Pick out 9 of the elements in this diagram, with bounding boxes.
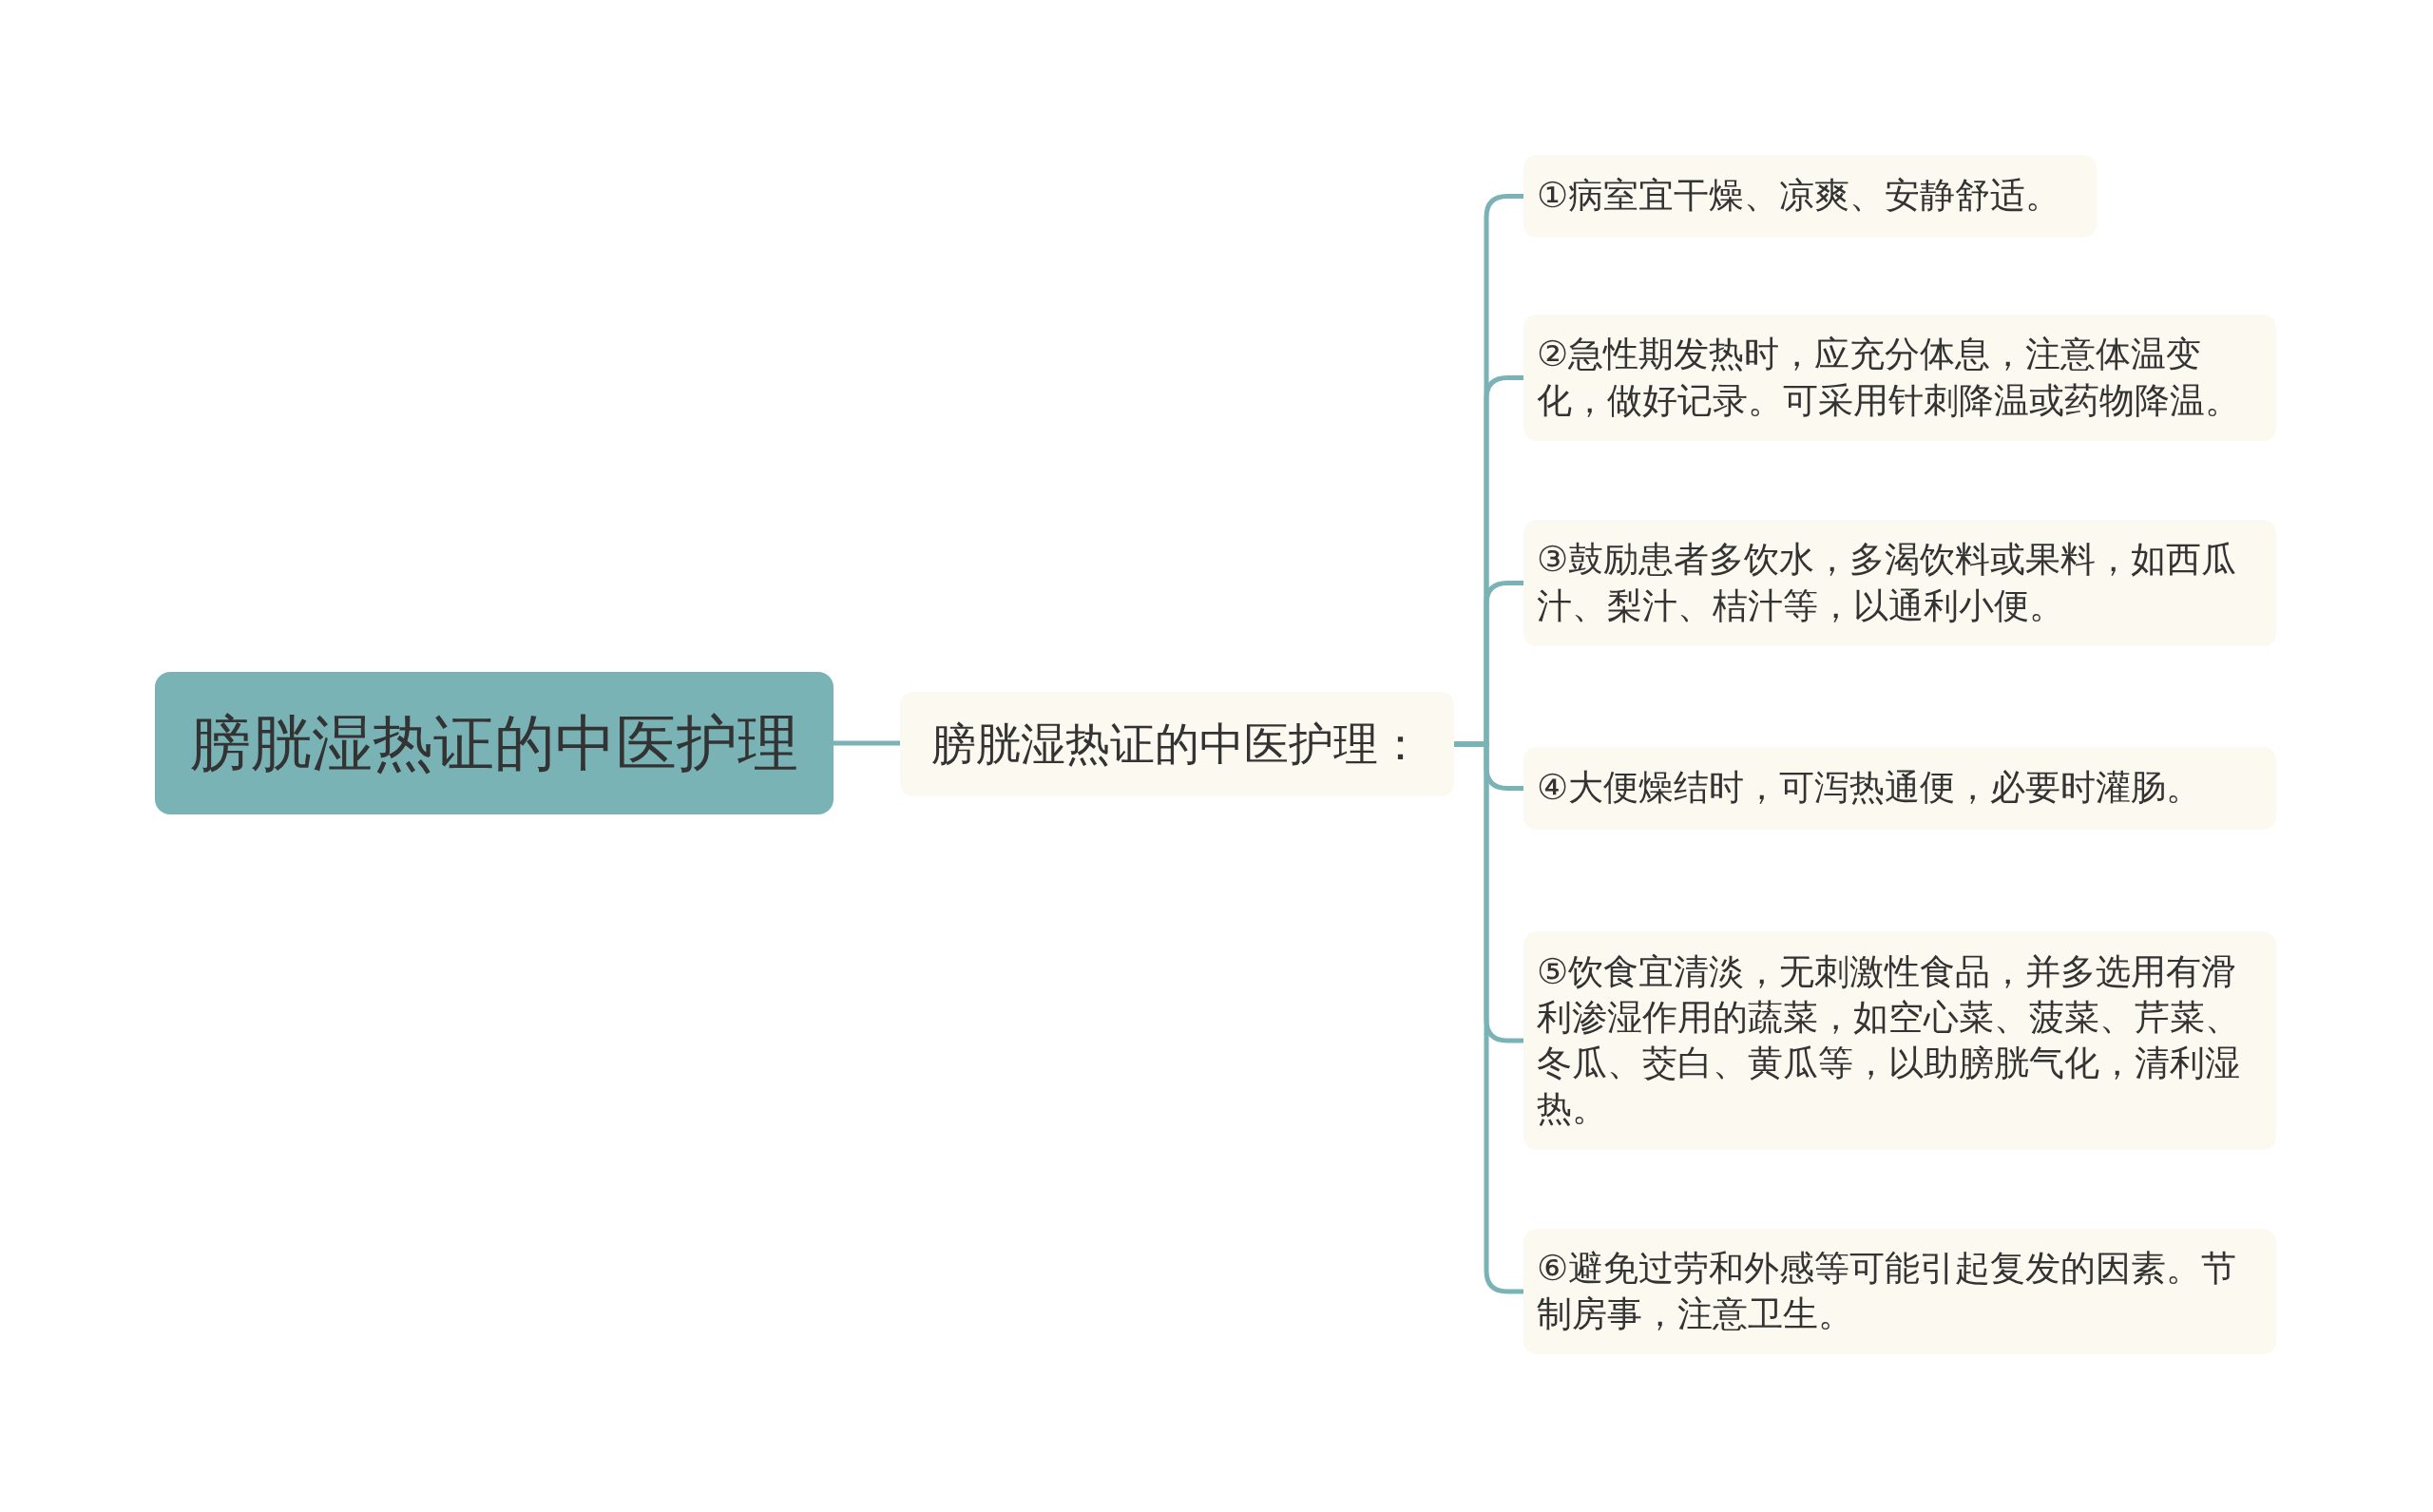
note-box: ⑤饮食宜清淡，无刺激性食品，并多选用有滑利渗湿作用的蔬菜，如空心菜、菠菜、芹菜、冬瓜、茭白、黄瓜等，以助膀胱气化，清利湿热。 [1523,931,2276,1150]
topic-box: 膀胱湿热证的中医护理 [155,672,833,814]
note-box: ②急性期发热时，应充分体息，注意体温变化，做好记录。可采用针刺降温或药物降温。 [1523,315,2276,441]
connector-line [833,740,900,746]
note-box: ③鼓励患者多饮水，多渴饮料或果料，如西瓜汁、梨汁、桔汁等，以通利小便。 [1523,520,2276,646]
subtopic-box: 膀胱湿热证的中医护理： [900,692,1454,796]
note-box: ①病室宜干燥、凉爽、安静舒适。 [1523,155,2097,238]
note-box: ⑥避免过劳和外感等可能引起复发的因素。节制房事，注意卫生。 [1523,1229,2276,1354]
note-box: ④大便燥结时，可泻热通便，必要时灌肠。 [1523,747,2276,830]
